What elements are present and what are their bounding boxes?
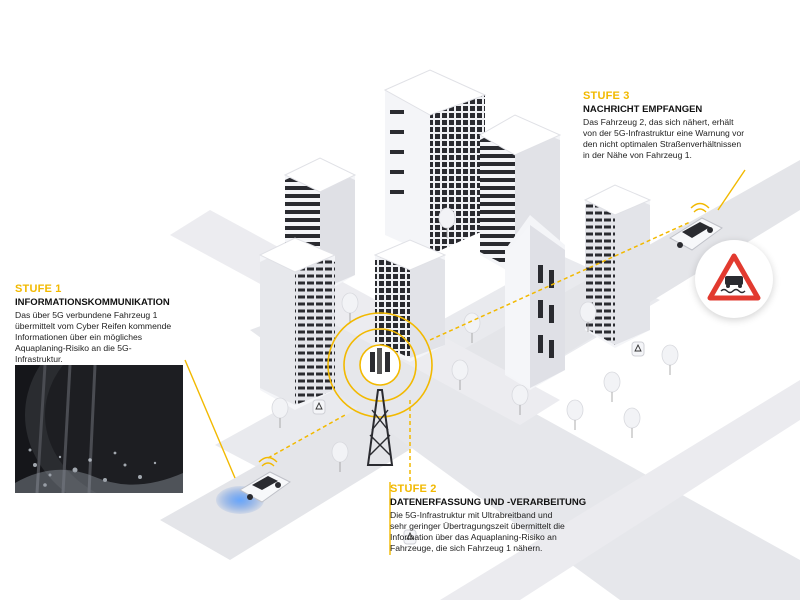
stage-label: STUFE 3	[583, 90, 630, 102]
tree-icon	[566, 399, 584, 430]
callout-stage-1: STUFE 1 INFORMATIONSKOMMUNIKATION Das üb…	[15, 283, 190, 365]
stage-description: Die 5G-Infrastruktur mit Ultrabreitband …	[390, 510, 610, 554]
wifi-icon	[258, 456, 278, 467]
text-line: Information über das Aquaplaning-Risiko …	[390, 532, 557, 542]
tree-icon	[661, 344, 679, 375]
cell-tower-icon	[327, 312, 433, 466]
stage-heading: DATENERFASSUNG UND -VERARBEITUNG	[390, 497, 587, 508]
text-line: Informationen über ein mögliches	[15, 332, 143, 342]
tree-icon	[623, 407, 641, 438]
text-line: Fahrzeuge, die sich Fahrzeug 1 nähern.	[390, 543, 543, 553]
sensor-icon	[631, 341, 645, 357]
stage-description: Das Fahrzeug 2, das sich nähert, erhält …	[583, 117, 788, 161]
text-line: Das Fahrzeug 2, das sich nähert, erhält	[583, 117, 734, 127]
tower-front-left	[258, 237, 337, 410]
text-line: Das über 5G verbundene Fahrzeug 1	[15, 310, 158, 320]
text-line: in der Nähe von Fahrzeug 1.	[583, 150, 692, 160]
callout-stage-3: STUFE 3 NACHRICHT EMPFANGEN Das Fahrzeug…	[583, 90, 788, 161]
stage-label: STUFE 2	[390, 483, 437, 495]
tree-icon	[511, 384, 529, 415]
callout-stage-2: STUFE 2 DATENERFASSUNG UND -VERARBEITUNG…	[390, 483, 610, 554]
text-line: von der 5G-Infrastruktur eine Warnung vo…	[583, 128, 745, 138]
trees	[271, 207, 679, 472]
text-line: Aquaplaning-Risiko an die 5G-	[15, 343, 132, 353]
stage-label: STUFE 1	[15, 283, 62, 295]
tree-icon	[603, 371, 621, 402]
sensor-icon	[312, 399, 326, 415]
building-gabled	[505, 215, 565, 390]
callout-leaders	[184, 169, 746, 555]
wifi-icon	[690, 202, 710, 213]
car-icon	[216, 471, 291, 514]
car-icon	[669, 217, 723, 251]
tower-center-back	[383, 69, 487, 255]
tire-photo	[15, 365, 183, 493]
text-line: den nicht optimalen Straßenverhältnissen	[583, 139, 742, 149]
tree-icon	[463, 312, 481, 343]
stage-heading: INFORMATIONSKOMMUNIKATION	[15, 297, 170, 308]
sensor-icon	[403, 529, 417, 545]
tree-icon	[331, 441, 349, 472]
stage-heading: NACHRICHT EMPFANGEN	[583, 104, 703, 115]
tree-icon	[341, 292, 359, 323]
tree-icon	[271, 397, 289, 428]
tree-icon	[438, 207, 456, 238]
tree-icon	[579, 301, 597, 332]
text-line: Infrastruktur.	[15, 354, 63, 364]
tree-icon	[451, 359, 469, 390]
warning-badge	[695, 240, 773, 318]
sensors	[312, 341, 645, 545]
text-line: übermittelt vom Cyber Reifen kommende	[15, 321, 172, 331]
tower-right-tall	[583, 184, 652, 348]
text-line: Die 5G-Infrastruktur mit Ultrabreitband …	[390, 510, 553, 520]
signal-lines	[267, 221, 691, 485]
text-line: sehr geringer Übertragungszeit übermitte…	[390, 521, 565, 531]
building-middle-small	[373, 239, 447, 362]
warning-sign-icon	[707, 253, 761, 301]
stage-description: Das über 5G verbundene Fahrzeug 1 übermi…	[15, 310, 190, 365]
